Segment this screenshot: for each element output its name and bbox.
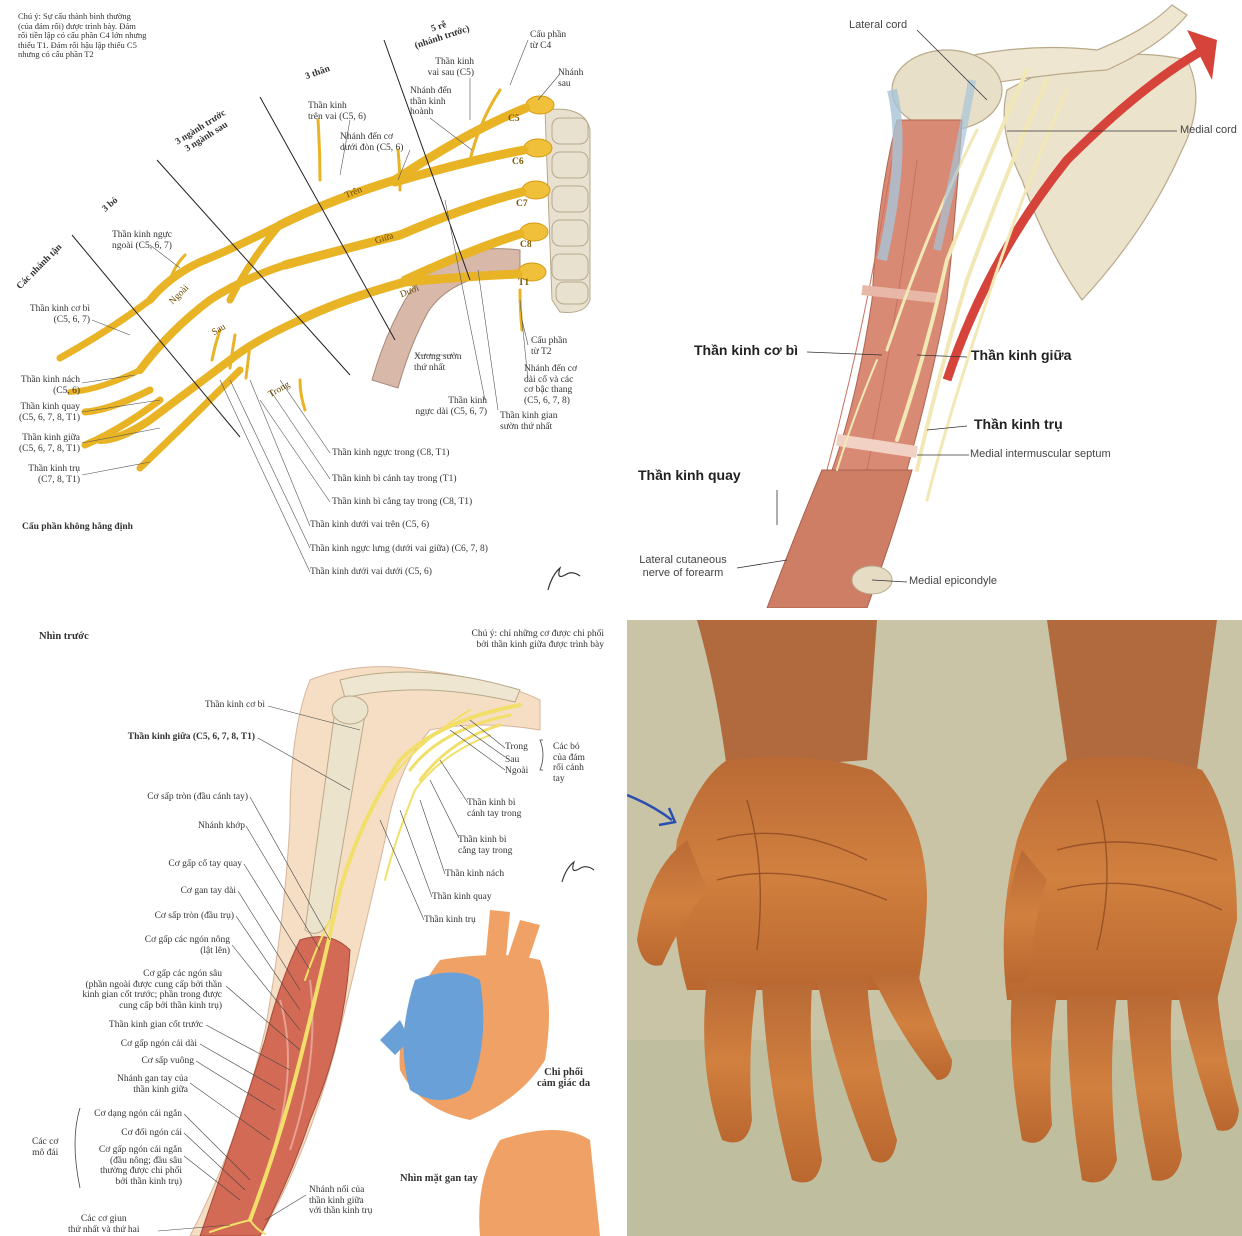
- label-t2-contribution: Cấu phần từ T2: [531, 336, 568, 357]
- label-radial-nerve: Thần kinh quay: [638, 467, 741, 483]
- hands-photo-panel: [627, 620, 1242, 1236]
- label-palmar-branch: Nhánh gan tay của thần kinh giữa: [117, 1074, 188, 1095]
- label-musculocutaneous: Thần kinh cơ bì (C5, 6, 7): [29, 304, 90, 325]
- view-label: Nhìn trước: [39, 631, 89, 642]
- label-upper-subscapular: Thần kinh dưới vai trên (C5, 6): [310, 520, 430, 530]
- label-inconstant-contribution: Cấu phần không hằng định: [22, 522, 133, 532]
- label-medial-brachial-cutaneous: Thần kinh bì cánh tay trong: [467, 798, 522, 819]
- label-articular-branch: Nhánh khớp: [198, 821, 245, 831]
- label-musculocutaneous: Thần kinh cơ bì: [204, 700, 265, 710]
- label-lower-subscapular: Thần kinh dưới vai dưới (C5, 6): [310, 567, 432, 577]
- label-thoracodorsal: Thần kinh ngực lưng (dưới vai giữa) (C6,…: [310, 544, 488, 554]
- label-scalene-branches: Nhánh đến cơ dài cổ và các cơ bậc thang …: [524, 364, 578, 406]
- label-opponens: Cơ đối ngón cái: [121, 1128, 182, 1138]
- label-ulnar: Thần kinh trụ (C7, 8, T1): [28, 464, 80, 485]
- dorsal-hand: [479, 1130, 600, 1236]
- label-medial-brachial-cutaneous: Thần kinh bì cánh tay trong (T1): [332, 474, 457, 484]
- plexus-note: Chú ý: Sự cấu thành bình thường (của đám…: [18, 11, 147, 59]
- label-apb: Cơ dạng ngón cái ngắn: [94, 1109, 182, 1119]
- label-radial: Thần kinh quay: [432, 892, 492, 902]
- axillary-artery: [942, 41, 1215, 382]
- label-subclavius: Nhánh đến cơ dưới đòn (C5, 6): [340, 132, 404, 153]
- brachial-plexus-illustration: [56, 39, 591, 591]
- label-flexor-carpi-radialis: Cơ gấp cổ tay quay: [168, 859, 242, 869]
- label-first-rib: Xương sườn thứ nhất: [414, 352, 462, 373]
- label-radial: Thần kinh quay (C5, 6, 7, 8, T1): [18, 402, 80, 423]
- label-plexus-cords: Các bó của đám rối cánh tay: [553, 742, 585, 784]
- root-c7: C7: [516, 199, 528, 209]
- label-lateral-cord: Ngoài: [505, 766, 529, 776]
- median-nerve-illustration: [74, 666, 600, 1236]
- humeral-head: [891, 49, 1003, 131]
- median-nerve-panel: Nhìn trước Chú ý: chỉ những cơ được chi …: [0, 620, 614, 1236]
- label-dorsal-scapular: Thần kinh vai sau (C5): [427, 57, 474, 78]
- label-median: Thần kinh giữa (C5, 6, 7, 8, T1): [18, 433, 80, 454]
- netter-signature: [547, 566, 581, 591]
- label-musculocutaneous-nerve: Thần kinh cơ bì: [694, 342, 799, 358]
- label-palmar-view: Nhìn mặt gan tay: [400, 1173, 478, 1184]
- vertebral-column: [544, 108, 591, 313]
- label-ulnar-nerve: Thần kinh trụ: [974, 416, 1063, 432]
- root-c5: C5: [508, 114, 520, 124]
- clavicle: [339, 671, 521, 703]
- label-phrenic-branch: Nhánh đến thần kinh hoành: [410, 86, 452, 117]
- label-communicating-branch: Nhánh nối của thần kinh giữa với thần ki…: [309, 1185, 373, 1216]
- right-palm: [1003, 756, 1237, 1000]
- left-palm: [673, 756, 927, 990]
- root-t1: T1: [518, 278, 530, 288]
- label-medial-epicondyle: Medial epicondyle: [909, 575, 998, 587]
- label-palmaris-longus: Cơ gan tay dài: [180, 886, 236, 896]
- arm-anatomy-illustration: [736, 4, 1217, 608]
- scapula: [1003, 53, 1197, 301]
- label-medial-cord: Medial cord: [1180, 124, 1237, 136]
- palm-sensory-map: [380, 910, 549, 1120]
- label-axillary: Thần kinh nách (C5, 6): [20, 375, 80, 396]
- netter-signature: [561, 860, 595, 883]
- label-pronator-teres-ulnar: Cơ sấp tròn (đầu trụ): [154, 911, 234, 921]
- label-first-intercostal: Thần kinh gian sườn thứ nhất: [500, 411, 558, 432]
- label-pronator-teres-humeral: Cơ sấp tròn (đầu cánh tay): [147, 792, 248, 802]
- label-medial-antebrachial-cutaneous: Thần kinh bì cẳng tay trong: [458, 835, 513, 856]
- label-thenar: Các cơ mô đái: [32, 1137, 59, 1158]
- label-median-nerve: Thần kinh giữa: [971, 347, 1072, 363]
- label-lateral-cutaneous-forearm: Lateral cutaneous nerve of forearm: [639, 554, 727, 579]
- hands-photo: [627, 620, 1242, 1236]
- label-lateral-pectoral: Thần kinh ngực ngoài (C5, 6, 7): [112, 230, 173, 251]
- label-axillary: Thần kinh nách: [445, 869, 505, 879]
- label-pronator-quadratus: Cơ sấp vuông: [141, 1056, 194, 1066]
- label-long-thoracic: Thần kinh ngực dài (C5, 6, 7): [415, 396, 487, 417]
- root-c8: C8: [520, 240, 532, 250]
- label-medial-pectoral: Thần kinh ngực trong (C8, T1): [332, 448, 450, 458]
- label-fpb: Cơ gấp ngón cái ngắn (đầu nông; đầu sâu …: [98, 1145, 182, 1187]
- label-posterior-cord: Sau: [505, 755, 520, 765]
- label-fds: Cơ gấp các ngón nông (lật lên): [144, 935, 230, 956]
- label-ulnar: Thần kinh trụ: [424, 915, 476, 925]
- label-medial-cord: Trong: [505, 742, 528, 752]
- label-medial-antebrachial-cutaneous: Thần kinh bì cẳng tay trong (C8, T1): [332, 497, 473, 507]
- label-posterior-branch: Nhánh sau: [558, 68, 584, 89]
- label-lateral-cord: Lateral cord: [849, 19, 908, 31]
- median-note: Chú ý: chỉ những cơ được chi phối bởi th…: [471, 629, 604, 650]
- label-medial-intermuscular-septum: Medial intermuscular septum: [970, 448, 1111, 460]
- label-c4-contribution: Cấu phần từ C4: [530, 30, 567, 51]
- label-median-nerve: Thần kinh giữa (C5, 6, 7, 8, T1): [127, 732, 255, 742]
- wasting-arrow: [627, 793, 677, 827]
- label-lumbricals: Các cơ giun thứ nhất và thứ hai: [68, 1214, 140, 1235]
- arm-anatomy-panel: Lateral cord Medial cord Thần kinh cơ bì…: [627, 0, 1242, 608]
- label-anterior-interosseous: Thần kinh gian cốt trước: [108, 1020, 203, 1030]
- label-suprascapular: Thần kinh trên vai (C5, 6): [308, 101, 367, 122]
- label-fdp: Cơ gấp các ngón sâu (phần ngoài được cun…: [82, 969, 222, 1011]
- root-c6: C6: [512, 157, 524, 167]
- label-fpl: Cơ gấp ngón cái dài: [120, 1039, 197, 1049]
- label-cutaneous-innervation: Chi phối cảm giác da: [537, 1067, 591, 1089]
- brachial-plexus-panel: Chú ý: Sự cấu thành bình thường (của đám…: [0, 0, 614, 608]
